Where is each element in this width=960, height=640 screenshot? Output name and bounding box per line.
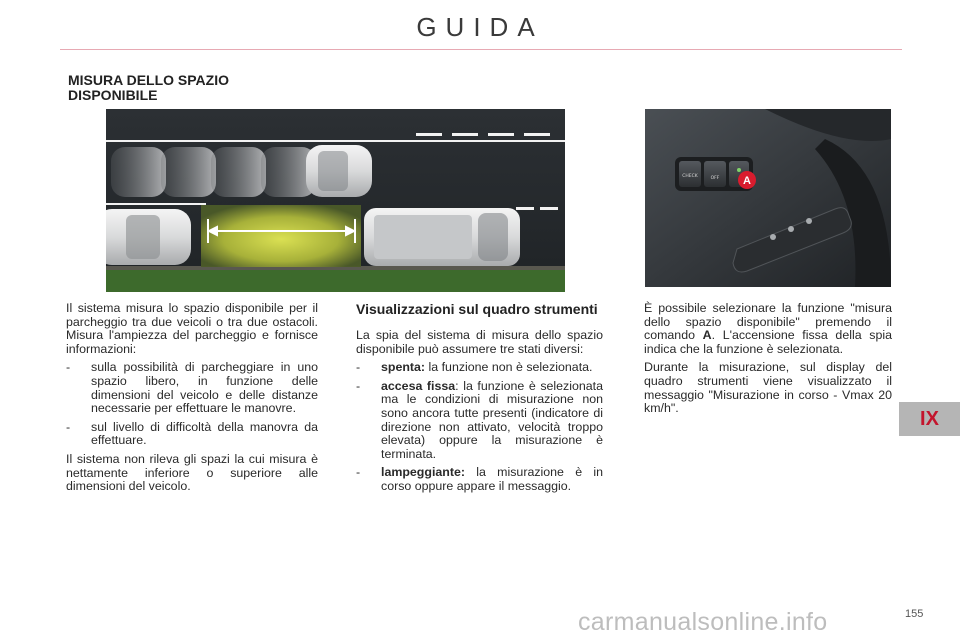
callout-a-badge [738,171,756,189]
lighting-stalk [732,207,852,273]
parking-space-illustration [106,109,565,292]
curb [106,266,565,270]
check-button-label: CHECK [682,173,699,179]
watermark: carmanualsonline.info [578,608,828,636]
list-item: - spenta: la funzione non è selezionata. [356,360,603,375]
bullet-dash: - [356,378,361,393]
page-number: 155 [905,608,924,620]
off-button [704,161,726,187]
stalk-symbol [806,218,812,224]
list-item: - sulla possibilità di parcheggiare in u… [66,361,318,415]
bullet-dash: - [356,465,361,480]
bullet-text: : la funzione è selezionata ma le condiz… [381,378,604,461]
middle-column-text: Visualizzazioni sul quadro strumenti La … [356,302,603,499]
steering-wheel-rim [815,139,891,287]
bullet-text: sul livello di difficoltà della manovra … [91,419,318,448]
grass-strip [106,269,565,292]
subsection-title: Visualizzazioni sul quadro strumenti [356,301,598,317]
bullet-text: sulla possibilità di parcheggiare in uno… [91,360,318,416]
header-divider [60,49,902,50]
section-title: MISURA DELLO SPAZIO DISPONIBILE [68,72,229,103]
moving-car-motion-trail [111,145,372,197]
lane-marking-bottom [106,203,558,210]
bullet-dash: - [356,360,361,375]
outro-paragraph: Il sistema non rileva gli spazi la cui m… [66,451,318,494]
bullet-dash: - [66,419,71,434]
bullet-term: lampeggiante: [381,465,465,480]
intro-paragraph: Il sistema misura lo spazio disponibile … [66,301,318,356]
paragraph-text: È possibile selezionare la funzione "mis… [644,301,892,343]
bullet-text: la misurazione è in corso oppure appare … [381,465,603,493]
stalk-symbol [788,226,794,232]
off-button-label: OFF [711,175,720,181]
list-item: - lampeggiante: la misurazione è in cors… [356,466,603,493]
list-item: - sul livello di difficoltà della manovr… [66,419,318,448]
left-column-text: Il sistema misura lo spazio disponibile … [66,301,318,499]
dashboard-svg: CHECK OFF A [645,109,891,287]
paragraph-text: . L'accensione fissa della spia indica c… [644,328,892,356]
parked-car-rear [106,209,191,265]
bullet-text: la funzione non è selezionata. [425,360,593,375]
list-item: - accesa fissa: la funzione è selezionat… [356,378,604,462]
dashboard-controls-photo: CHECK OFF A [645,109,891,287]
command-reference: A [702,328,712,343]
steering-column-shroud [765,109,891,141]
bullet-dash: - [66,360,71,375]
check-button [679,161,701,187]
stalk-symbol [770,234,776,240]
page-header-title: GUIDA [416,12,544,42]
right-column-text: È possibile selezionare la funzione "mis… [644,301,892,421]
lane-marking-top [106,133,565,142]
bullet-term: accesa fissa [381,378,456,393]
intro-paragraph: La spia del sistema di misura dello spaz… [356,328,603,356]
chapter-tab: IX [899,402,960,436]
command-paragraph: È possibile selezionare la funzione "mis… [644,301,892,356]
bullet-term: spenta: [381,360,426,375]
free-parking-space [201,205,361,267]
measurement-paragraph: Durante la misurazione, sul display del … [644,360,892,416]
parking-indicator-light [737,168,741,172]
callout-a-label: A [743,175,751,187]
parked-van-front [364,208,520,266]
measurement-arrow [206,219,357,243]
parking-scene-svg [106,109,565,292]
